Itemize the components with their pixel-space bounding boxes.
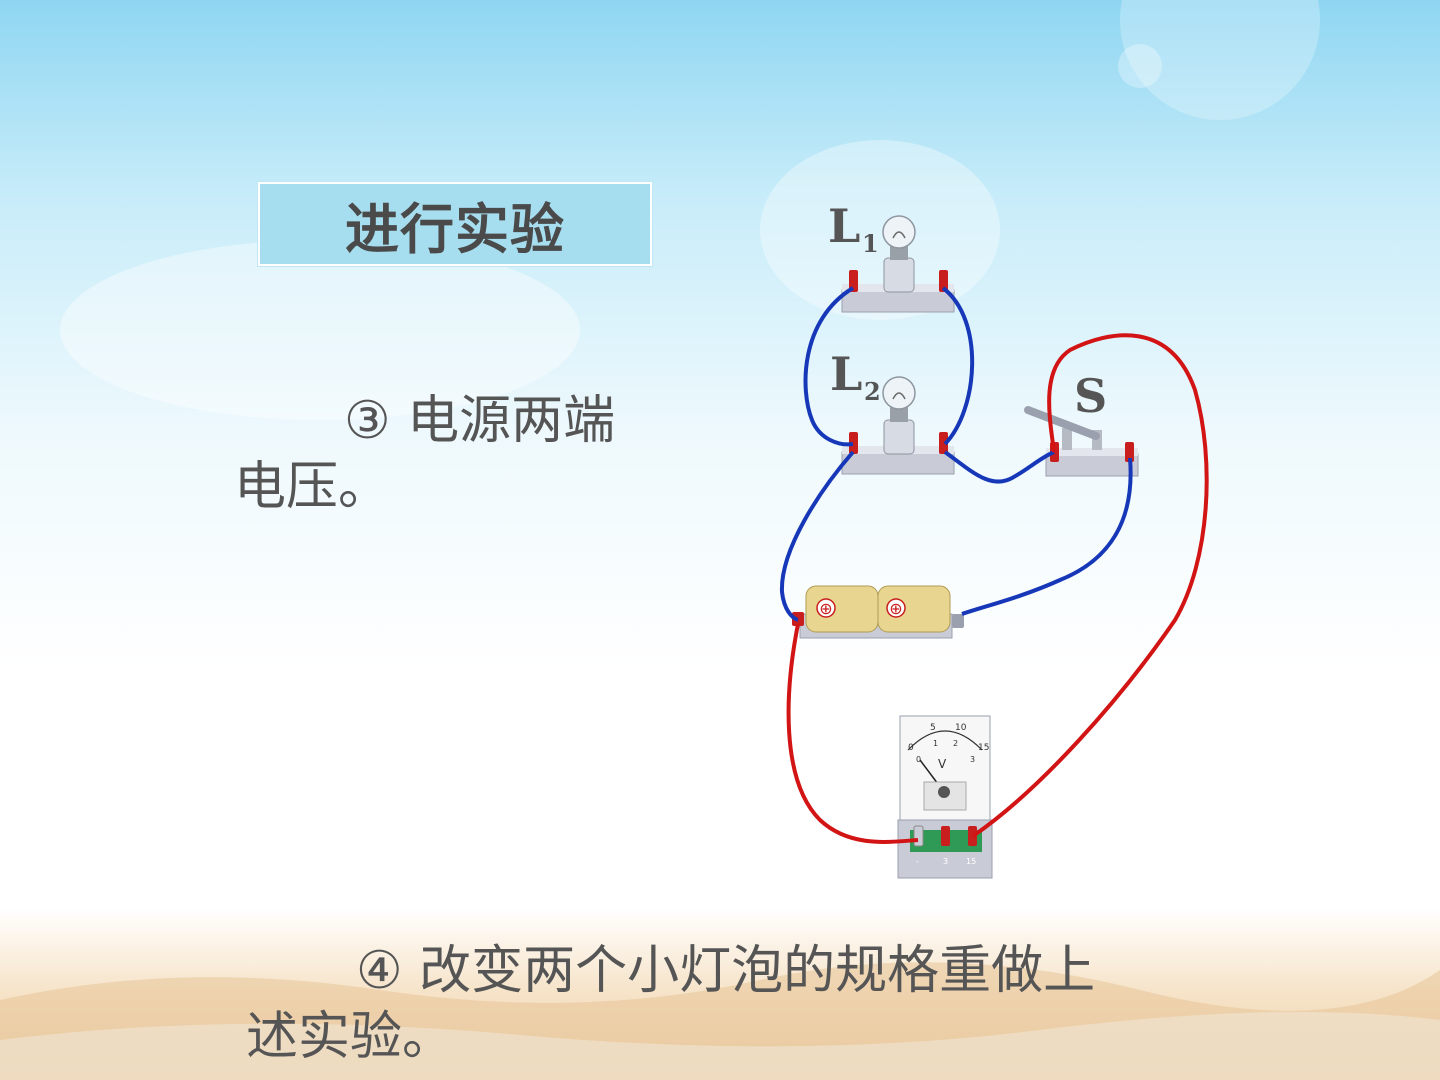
section-title-box: 进行实验 bbox=[258, 182, 652, 266]
voltmeter: 0 5 10 15 0 1 2 3 V - 3 15 bbox=[897, 715, 993, 879]
scale-bottom-2: 2 bbox=[953, 739, 958, 748]
step-3-text: ③ 电源两端 电压。 bbox=[234, 388, 654, 520]
switch-label: S bbox=[1074, 369, 1107, 423]
wire-switch-battery bbox=[961, 457, 1133, 616]
sun-bubble bbox=[1120, 0, 1320, 120]
voltmeter-letter: V bbox=[938, 757, 947, 771]
knife-switch bbox=[1024, 406, 1139, 477]
wire-l1-l2-left bbox=[803, 286, 855, 447]
scale-bottom-1: 1 bbox=[933, 739, 938, 748]
terminal-neg: - bbox=[916, 857, 919, 866]
scale-top-0: 0 bbox=[908, 743, 914, 753]
wire-voltmeter-switch bbox=[971, 333, 1209, 838]
battery-holder: ⊕ ⊕ bbox=[792, 585, 964, 639]
lamp-l1-subscript: 1 bbox=[862, 229, 879, 258]
terminal-post-icon bbox=[849, 270, 858, 292]
scale-bottom-3: 3 bbox=[970, 755, 975, 764]
lamp-l2-label: L bbox=[830, 347, 862, 401]
scale-bottom-0: 0 bbox=[916, 755, 921, 764]
step-4-line-1: ④ 改变两个小灯泡的规格重做上 bbox=[356, 941, 1096, 1001]
lamp-l1-label: L bbox=[828, 199, 860, 253]
terminal-3: 3 bbox=[943, 857, 948, 866]
wire-l2-battery bbox=[779, 450, 855, 622]
battery-plus-1: ⊕ bbox=[819, 599, 832, 618]
wire-l1-l2-right bbox=[941, 286, 975, 446]
step-4-text: ④ 改变两个小灯泡的规格重做上 述实验。 bbox=[246, 938, 1206, 1070]
battery-plus-2: ⊕ bbox=[889, 599, 902, 618]
terminal-15: 15 bbox=[966, 857, 976, 866]
section-title: 进行实验 bbox=[345, 197, 565, 261]
battery-plus-icon bbox=[816, 598, 836, 618]
wire-voltmeter-battery bbox=[786, 623, 919, 844]
voltmeter-scale-arc bbox=[907, 730, 983, 751]
wire-l2-switch bbox=[943, 450, 1055, 484]
step-3-line-2: 电压。 bbox=[234, 457, 391, 517]
lamp-l2-subscript: 2 bbox=[864, 377, 881, 406]
lamp-l2 bbox=[841, 376, 955, 475]
step-3-line-1: ③ 电源两端 bbox=[344, 391, 616, 451]
lamp-l1 bbox=[841, 215, 955, 313]
scale-top-10: 10 bbox=[955, 723, 967, 733]
step-4-line-2: 述实验。 bbox=[246, 1007, 455, 1067]
switch-lever-icon bbox=[1024, 406, 1100, 440]
circuit-diagram: L 1 L 2 S ⊕ ⊕ bbox=[779, 199, 1209, 879]
scale-top-15: 15 bbox=[978, 743, 989, 753]
scale-top-5: 5 bbox=[930, 723, 936, 733]
